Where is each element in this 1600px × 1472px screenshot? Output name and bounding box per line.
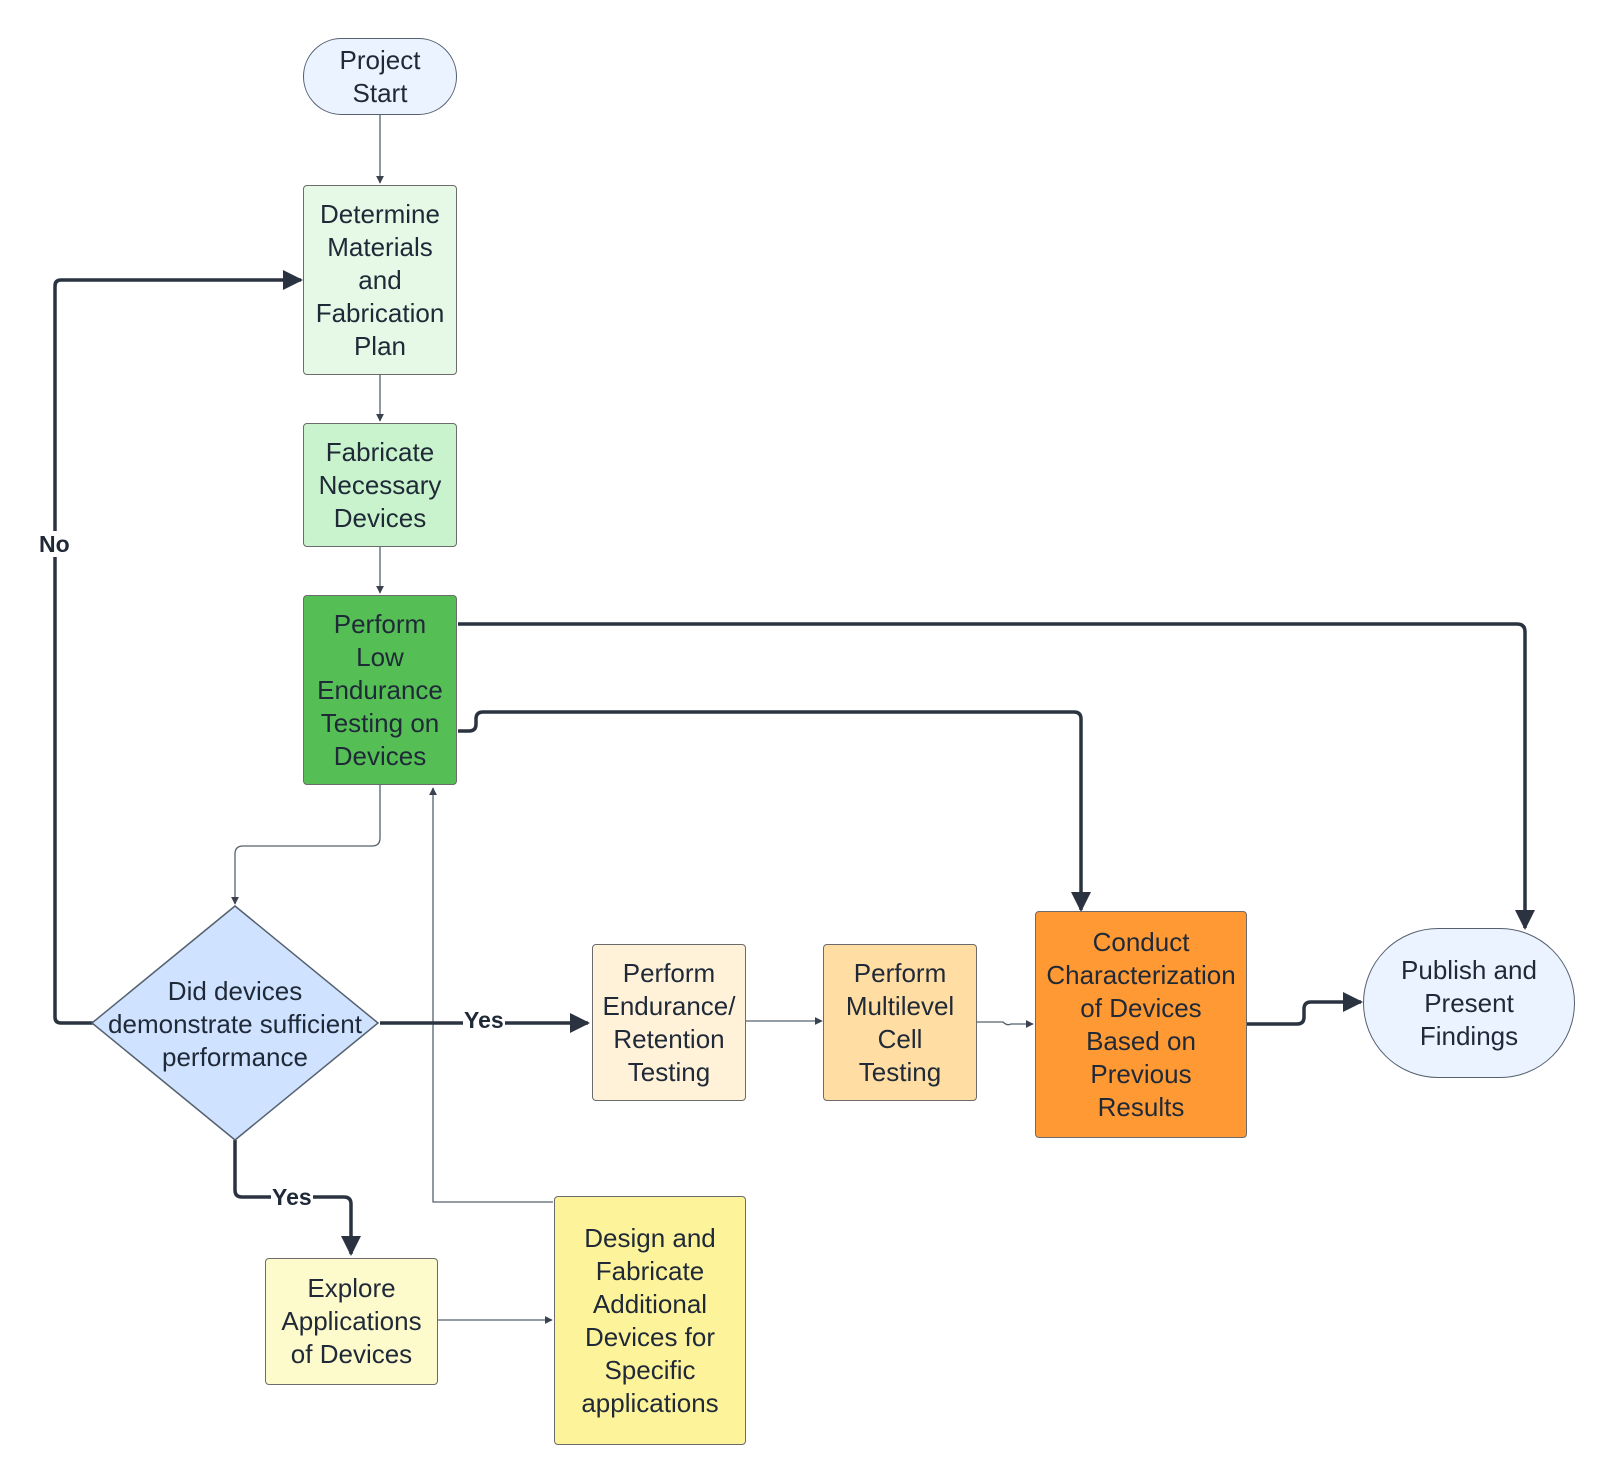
node-publish-findings[interactable]: Publish and Present Findings — [1363, 928, 1575, 1078]
arrow-low-endurance-to-characterization — [458, 710, 1091, 912]
edge-label-no: No — [38, 531, 71, 557]
node-conduct-characterization[interactable]: Conduct Characterization of Devices Base… — [1035, 911, 1247, 1138]
node-endurance-retention-testing[interactable]: Perform Endurance/ Retention Testing — [592, 944, 746, 1101]
node-determine-materials[interactable]: Determine Materials and Fabrication Plan — [303, 185, 457, 375]
node-low-endurance-testing[interactable]: Perform Low Endurance Testing on Devices — [303, 595, 457, 785]
edge-label-yes-down: Yes — [271, 1184, 313, 1210]
node-decision-performance[interactable]: Did devices demonstrate sufficient perfo… — [108, 976, 362, 1072]
edge-label-yes-right: Yes — [463, 1007, 505, 1033]
arrow-design-to-low-endurance — [429, 787, 553, 1203]
node-design-additional-devices[interactable]: Design and Fabricate Additional Devices … — [554, 1196, 746, 1445]
node-multilevel-cell-testing[interactable]: Perform Multilevel Cell Testing — [823, 944, 977, 1101]
arrow-low-endurance-to-decision — [231, 785, 381, 905]
decision-diamond-shape — [90, 905, 380, 1141]
node-explore-applications[interactable]: Explore Applications of Devices — [265, 1258, 438, 1385]
arrow-characterization-to-publish — [1247, 992, 1363, 1026]
arrow-low-endurance-to-publish — [458, 622, 1535, 930]
node-project-start[interactable]: Project Start — [303, 38, 457, 115]
arrow-multilevel-to-characterization — [977, 1020, 1034, 1028]
arrow-no-loop-to-determine — [53, 270, 303, 1025]
node-fabricate-devices[interactable]: Fabricate Necessary Devices — [303, 423, 457, 547]
